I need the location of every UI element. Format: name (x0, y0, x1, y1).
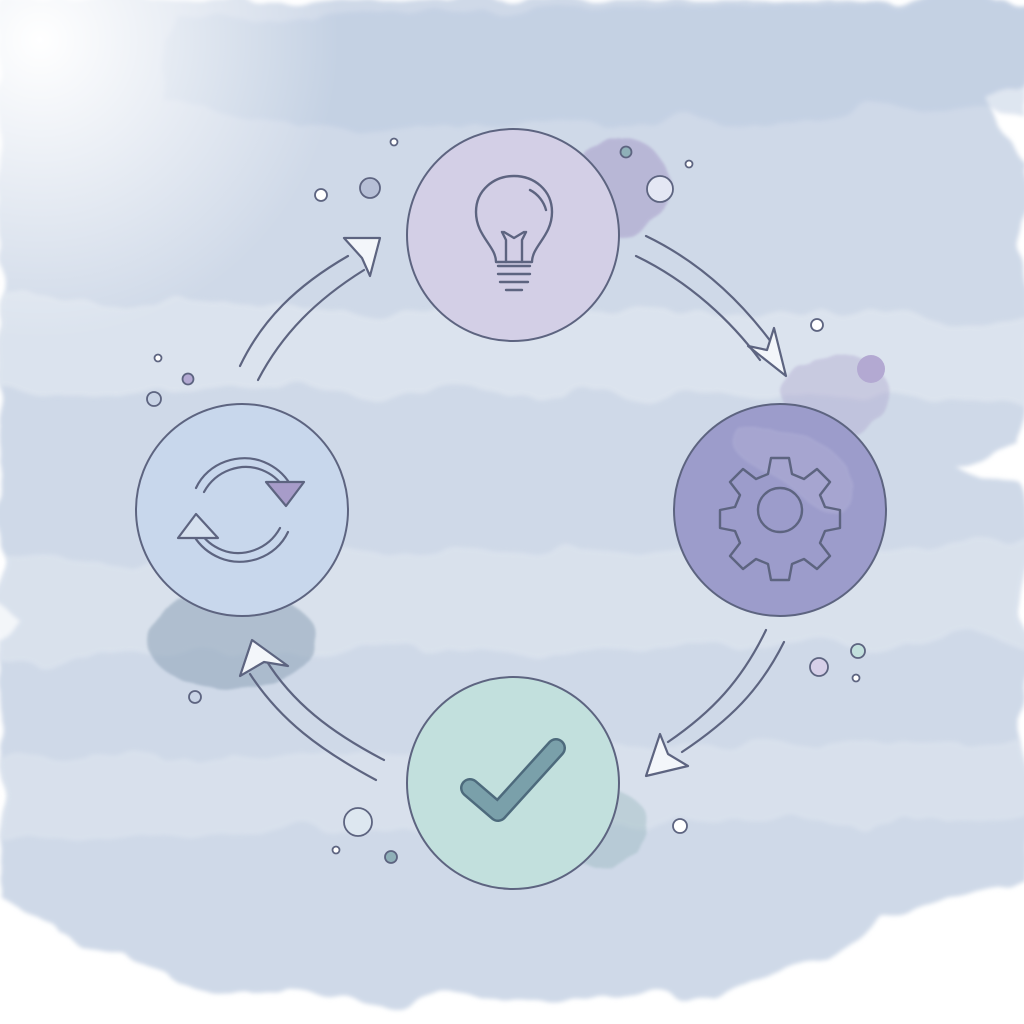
dot (188, 690, 202, 704)
dot (146, 391, 162, 407)
arrow-gear-to-checkmark (644, 628, 786, 778)
wash-dark-band (160, 0, 1024, 130)
dot (646, 175, 674, 203)
dot (857, 355, 885, 383)
arrow-refresh-to-lightbulb (238, 236, 382, 382)
arrows (238, 234, 788, 782)
dot (851, 673, 861, 683)
dot (384, 850, 398, 864)
wash-light-streak (0, 300, 1024, 400)
dot (331, 845, 341, 855)
dot (684, 159, 694, 169)
dot (359, 177, 381, 199)
stage-refresh (135, 403, 349, 617)
corner-glow (0, 0, 340, 340)
decorative-dots (146, 137, 885, 864)
stage-circle (406, 128, 620, 342)
dot (619, 145, 633, 159)
stage-checkmark (406, 676, 620, 890)
dot (389, 137, 399, 147)
gear-icon (718, 456, 842, 582)
dot (343, 807, 373, 837)
stage-lightbulb (406, 128, 620, 342)
dot (672, 818, 688, 834)
lightbulb-icon (474, 174, 554, 292)
arrow-lightbulb-to-gear (634, 234, 788, 378)
dot (181, 372, 195, 386)
dot (810, 318, 824, 332)
stage-circle (135, 403, 349, 617)
checkmark-icon (460, 738, 566, 822)
blob-slate (147, 590, 317, 690)
stage-gear (673, 403, 887, 617)
arrow-checkmark-to-refresh (238, 638, 386, 782)
dot (850, 643, 866, 659)
dot (153, 353, 163, 363)
dot (314, 188, 328, 202)
refresh-icon (176, 457, 306, 563)
dot (809, 657, 829, 677)
